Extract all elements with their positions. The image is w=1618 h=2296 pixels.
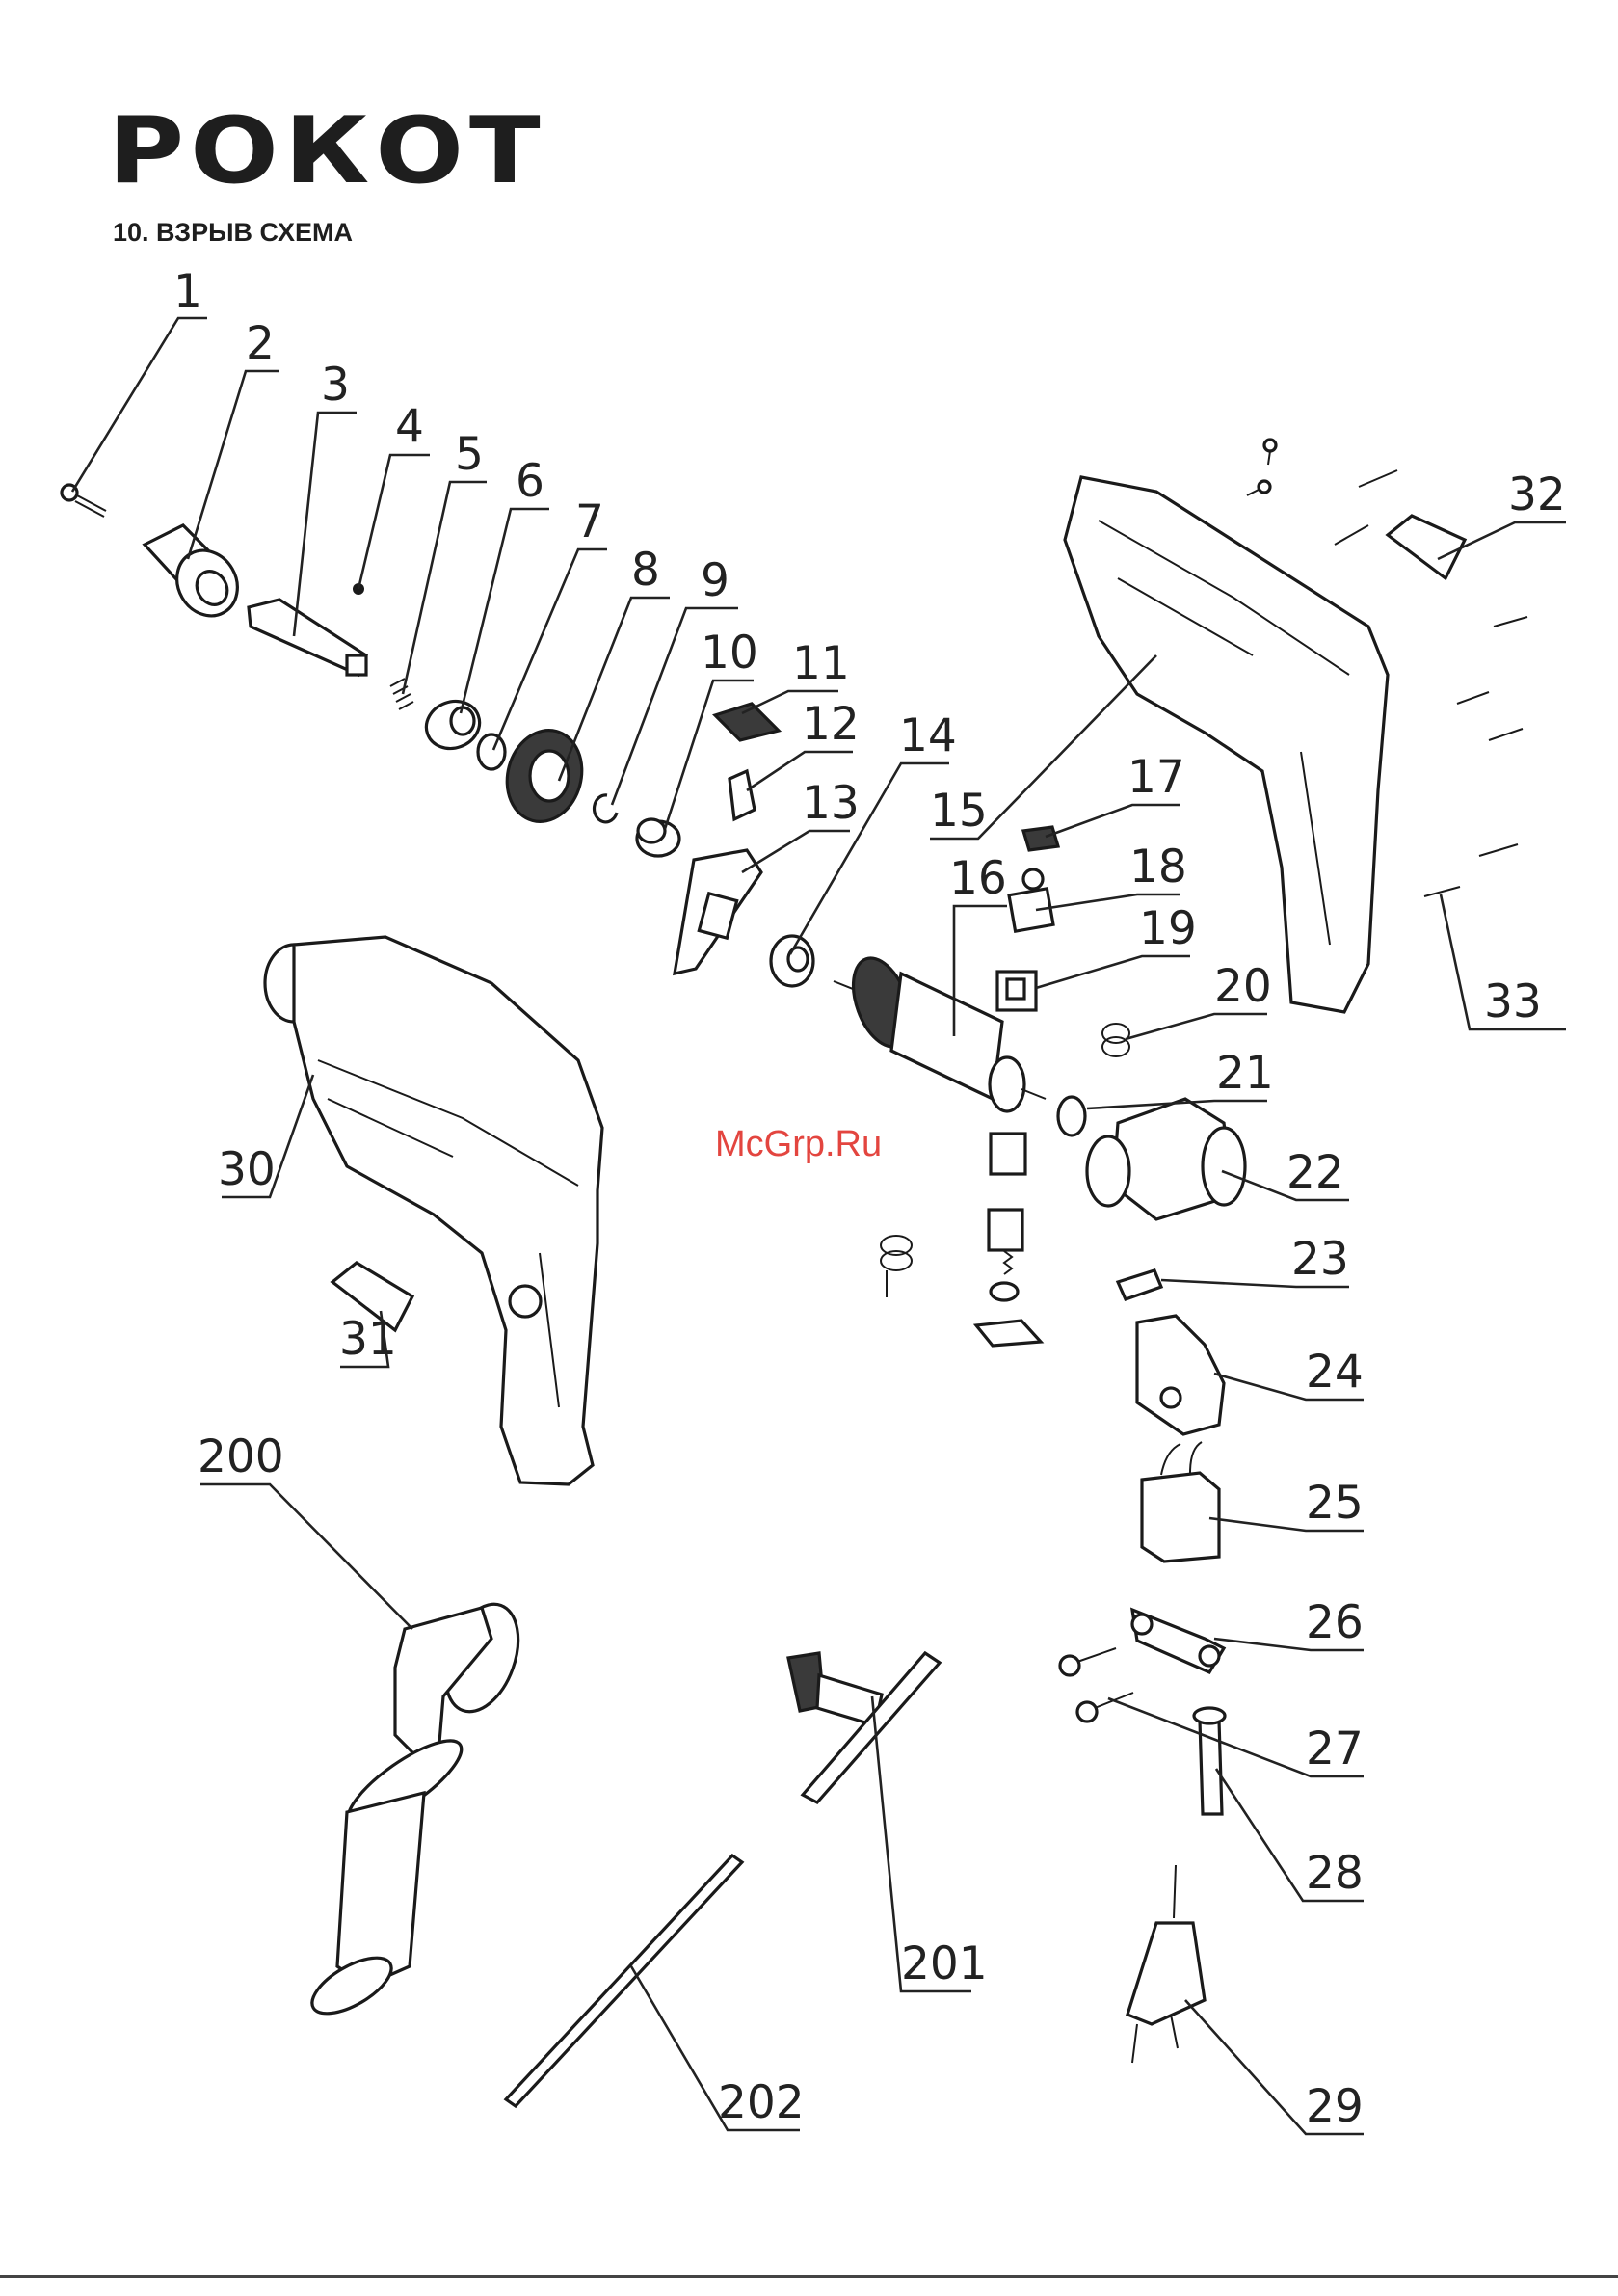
part-29-plug — [1127, 1865, 1205, 2063]
part-15-housing — [1065, 477, 1388, 1012]
callout-15: 15 — [930, 785, 988, 838]
part-24-switch — [1137, 1316, 1224, 1434]
part-202-depth-rod — [506, 1855, 742, 2106]
part-19-holder — [997, 972, 1036, 1010]
callout-21: 21 — [1216, 1047, 1274, 1100]
part-23-clip — [1118, 1270, 1161, 1299]
callout-13: 13 — [802, 777, 860, 830]
callout-201: 201 — [901, 1937, 988, 1990]
callout-30: 30 — [218, 1143, 276, 1196]
part-27-screws — [1060, 1648, 1133, 1722]
callout-16: 16 — [949, 852, 1007, 905]
callout-17: 17 — [1127, 751, 1185, 804]
callout-11: 11 — [792, 637, 850, 690]
callout-200: 200 — [198, 1430, 284, 1483]
part-7-ring — [478, 734, 505, 769]
callout-9: 9 — [701, 554, 729, 607]
part-25-capacitor — [1142, 1442, 1219, 1562]
callout-1: 1 — [173, 265, 202, 318]
callout-25: 25 — [1306, 1477, 1364, 1530]
part-3-spindle — [249, 600, 366, 675]
part-5-spring — [390, 679, 413, 709]
callout-3: 3 — [321, 359, 350, 412]
callout-4: 4 — [395, 400, 424, 453]
part-32-label — [1388, 516, 1465, 578]
bottom-rule — [0, 2275, 1618, 2278]
part-22-stator — [1087, 1099, 1245, 1219]
part-12-plate — [729, 771, 755, 819]
callout-8: 8 — [631, 544, 660, 597]
part-14-bearing — [771, 936, 813, 986]
callout-27: 27 — [1306, 1722, 1364, 1775]
callout-20: 20 — [1214, 960, 1272, 1013]
callout-19: 19 — [1139, 902, 1197, 955]
callout-29: 29 — [1306, 2080, 1364, 2133]
part-26-clamp — [1132, 1610, 1224, 1672]
part-1-screw — [62, 485, 106, 517]
part-10-sleeve — [637, 819, 679, 856]
part-2-chuck — [145, 525, 249, 627]
callout-2: 2 — [246, 317, 275, 370]
part-200-side-handle — [304, 1594, 532, 2024]
part-201-chuck-key — [788, 1653, 940, 1802]
part-6-bearing — [419, 694, 486, 756]
callout-6: 6 — [516, 455, 544, 508]
part-8-gear — [497, 722, 592, 830]
part-20-spring — [1102, 1024, 1129, 1056]
brush-assembly — [881, 1134, 1041, 1346]
part-17-pad — [1023, 827, 1058, 850]
callout-23: 23 — [1291, 1233, 1349, 1286]
callout-33: 33 — [1484, 975, 1542, 1028]
part-18-brush-holder — [1009, 869, 1053, 931]
callout-7: 7 — [575, 495, 604, 548]
callout-26: 26 — [1306, 1596, 1364, 1649]
part-11-knob — [715, 704, 779, 740]
callout-22: 22 — [1286, 1146, 1344, 1199]
callout-14: 14 — [899, 709, 957, 762]
callout-28: 28 — [1306, 1847, 1364, 1900]
callout-10: 10 — [701, 627, 758, 680]
callout-32: 32 — [1508, 468, 1566, 521]
callout-31: 31 — [339, 1313, 397, 1366]
part-21-washer — [1058, 1097, 1085, 1135]
part-28-sleeve — [1194, 1708, 1225, 1814]
part-30-drill — [265, 937, 602, 1484]
callout-18: 18 — [1129, 841, 1187, 894]
callout-202: 202 — [718, 2076, 805, 2129]
watermark: McGrp.Ru — [715, 1124, 882, 1165]
callout-5: 5 — [455, 428, 484, 481]
callout-24: 24 — [1306, 1346, 1364, 1399]
callout-12: 12 — [802, 698, 860, 751]
